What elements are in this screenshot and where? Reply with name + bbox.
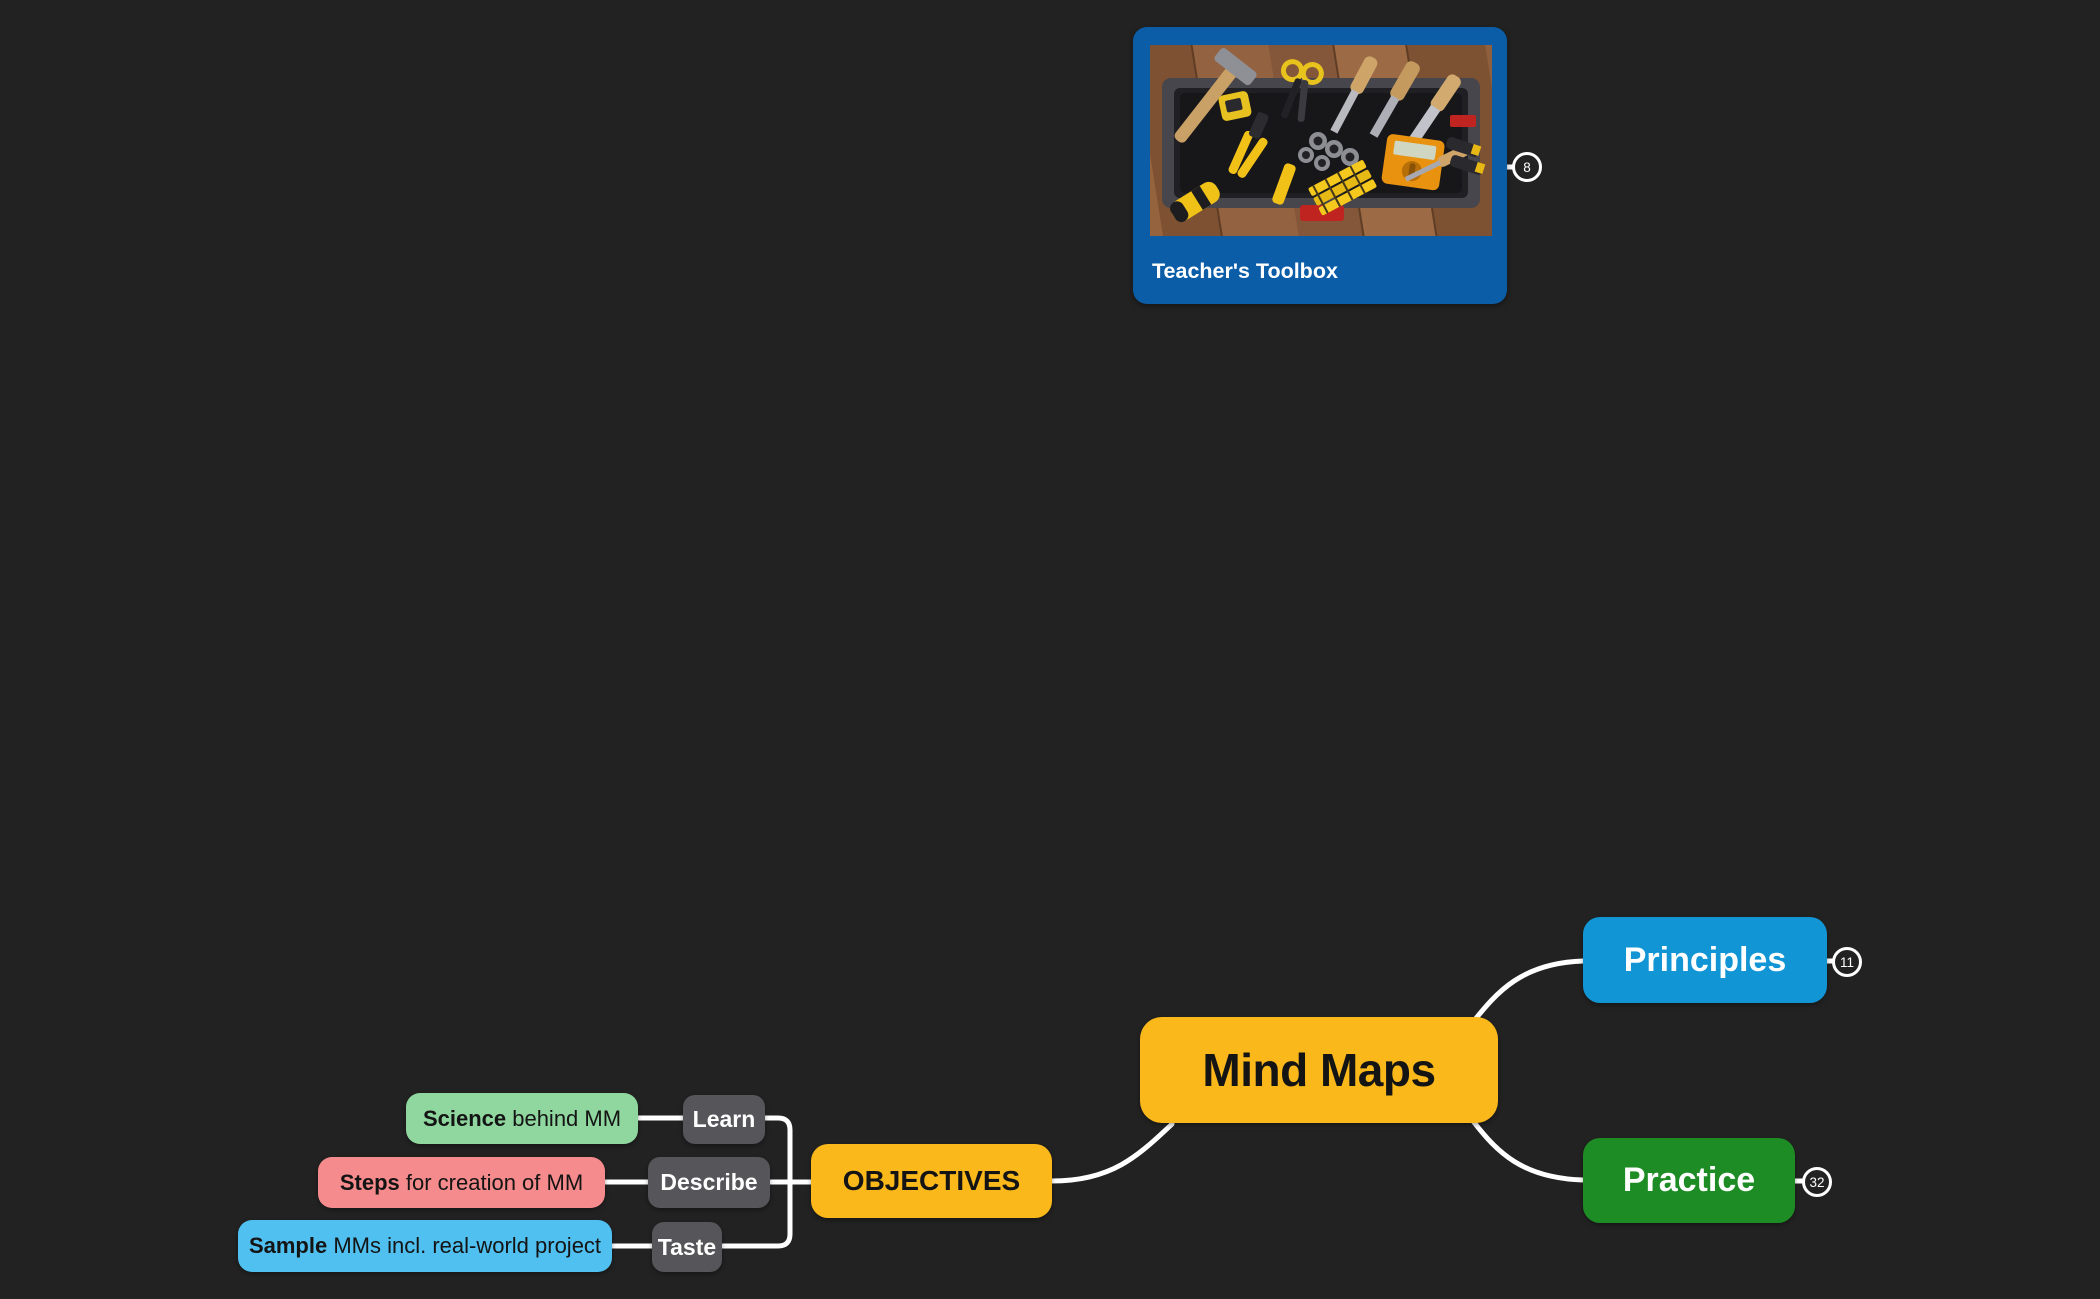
- node-practice[interactable]: Practice: [1583, 1138, 1795, 1223]
- collapsed-count-badge-principles[interactable]: 11: [1832, 947, 1862, 977]
- toolbox-photo: [1150, 45, 1492, 236]
- node-label: Practice: [1622, 1161, 1756, 1199]
- node-label: Mind Maps: [1202, 1044, 1436, 1096]
- node-label: Describe: [660, 1169, 758, 1195]
- card-title: Teacher's Toolbox: [1152, 259, 1338, 283]
- connector-mindmaps-practice: [1470, 1118, 1586, 1183]
- node-label: Taste: [657, 1233, 717, 1260]
- node-objectives[interactable]: OBJECTIVES: [811, 1144, 1052, 1218]
- node-label: OBJECTIVES: [842, 1165, 1021, 1196]
- connector-objectives-mindmaps: [1049, 1121, 1175, 1184]
- node-principles[interactable]: Principles: [1583, 917, 1827, 1003]
- node-science-behind-mm[interactable]: Science behind MM: [406, 1093, 638, 1144]
- node-label: Science behind MM: [422, 1105, 622, 1131]
- node-learn[interactable]: Learn: [683, 1095, 765, 1144]
- collapsed-count-badge-card[interactable]: 8: [1512, 152, 1542, 182]
- connector-mindmaps-principles: [1470, 958, 1586, 1025]
- toolbox-photo-illustration: [1150, 45, 1492, 236]
- node-teachers-toolbox-card[interactable]: Teacher's Toolbox: [1133, 27, 1507, 304]
- badge-count-label: 8: [1523, 159, 1531, 175]
- node-steps-for-creation[interactable]: Steps for creation of MM: [318, 1157, 605, 1208]
- badge-count-label: 32: [1809, 1174, 1825, 1190]
- node-label: Sample MMs incl. real-world project: [248, 1233, 602, 1258]
- node-taste[interactable]: Taste: [652, 1222, 722, 1272]
- node-mind-maps[interactable]: Mind Maps: [1140, 1017, 1498, 1123]
- node-describe[interactable]: Describe: [648, 1157, 770, 1208]
- badge-count-label: 11: [1839, 954, 1854, 970]
- node-sample-mms[interactable]: Sample MMs incl. real-world project: [238, 1220, 612, 1272]
- node-label: Principles: [1623, 940, 1787, 979]
- collapsed-count-badge-practice[interactable]: 32: [1802, 1167, 1832, 1197]
- node-label: Learn: [692, 1106, 756, 1132]
- node-label: Steps for creation of MM: [339, 1169, 584, 1195]
